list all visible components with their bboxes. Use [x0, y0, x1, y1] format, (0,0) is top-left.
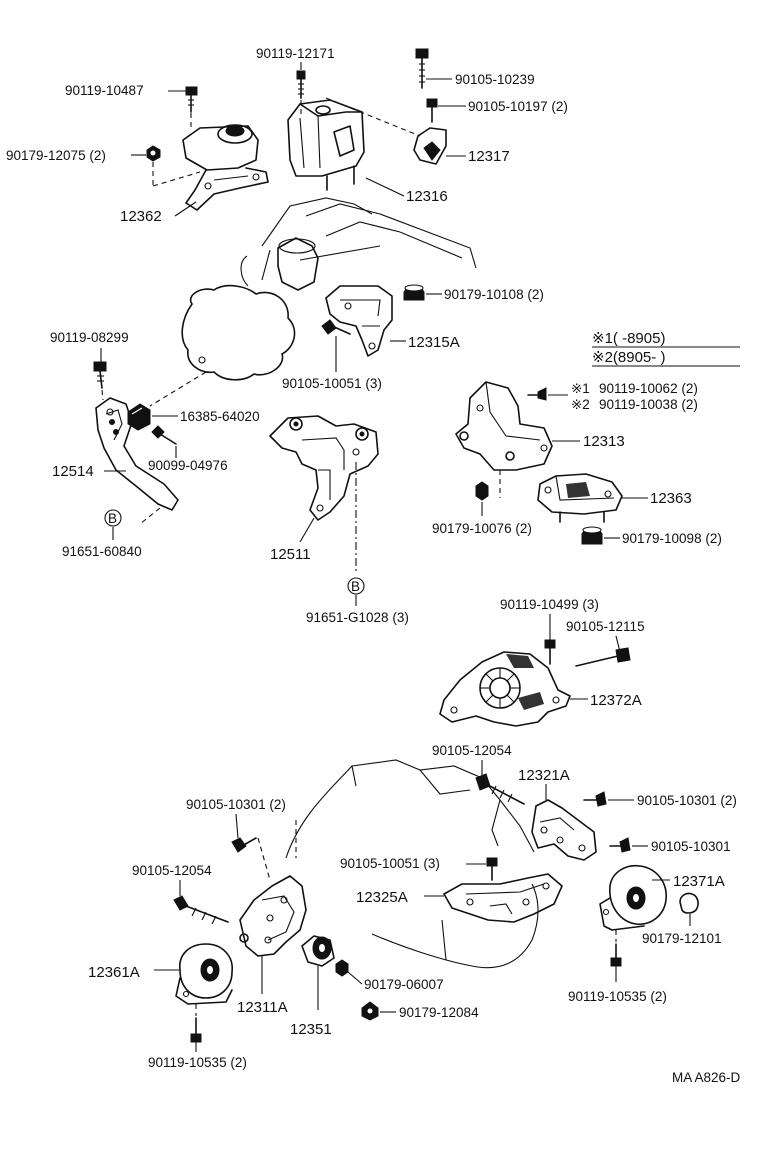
bolt-90119-10535-right: [610, 930, 622, 967]
label-90179-12101: 90179-12101: [642, 931, 722, 946]
bracket-12325A: [443, 873, 563, 923]
bolt-90105-12054-left: [173, 895, 229, 925]
bolt-90119-10499: [544, 639, 556, 665]
diagram-code: MA A826-D: [672, 1070, 741, 1085]
label-90105-10051-mid: 90105-10051 (3): [340, 856, 440, 871]
label-90105-12054-left: 90105-12054: [132, 863, 212, 878]
label-90179-10076: 90179-10076 (2): [432, 521, 532, 536]
bolt-90105-10301-right: [609, 837, 631, 853]
label-12321A: 12321A: [518, 767, 570, 784]
label-12511: 12511: [270, 546, 311, 563]
bolt-90105-10239: [415, 48, 429, 89]
label-91651-G1028: 91651-G1028 (3): [306, 610, 409, 625]
label-16385-64020: 16385-64020: [180, 409, 260, 424]
nut-90179-10076: [475, 481, 489, 501]
callout-b-left-letter: B: [108, 511, 117, 526]
bolt-90105-10051-mid: [486, 857, 498, 881]
bolt-90105-12115: [575, 647, 631, 667]
label-12351: 12351: [290, 1021, 332, 1038]
legend: ※1( -8905) ※2(8905- ): [592, 330, 740, 367]
label-90179-10098: 90179-10098 (2): [622, 531, 722, 546]
legend-row-2: ※2(8905- ): [592, 349, 665, 366]
nut-90179-06007: [335, 959, 349, 977]
callout-b-center-letter: B: [351, 579, 360, 594]
label-90105-10301-right-2: 90105-10301 (2): [637, 793, 737, 808]
stopper-16385-64020: [127, 403, 151, 431]
mount-12372A: [439, 651, 571, 727]
transmission-outline: [285, 759, 539, 969]
label-12315A: 12315A: [408, 334, 460, 351]
bolt-90105-10197: [426, 98, 438, 123]
mount-12371A: [599, 864, 667, 931]
label-12361A: 12361A: [88, 964, 140, 981]
engine-outline: [149, 197, 477, 407]
label-90105-10197: 90105-10197 (2): [468, 99, 568, 114]
bolt-90105-12054-mid: [475, 773, 525, 805]
label-90119-10062: 90119-10062 (2): [599, 381, 698, 396]
label-12313: 12313: [583, 433, 625, 450]
label-12372A: 12372A: [590, 692, 642, 709]
label-90119-08299: 90119-08299: [50, 330, 129, 345]
label-90105-10239: 90105-10239: [455, 72, 535, 87]
label-90119-10535-right: 90119-10535 (2): [568, 989, 667, 1004]
bracket-12313: [455, 381, 553, 471]
bolt-90119-10487: [185, 86, 198, 128]
nut-90179-10108: [403, 284, 425, 301]
label-90105-10051-top: 90105-10051 (3): [282, 376, 382, 391]
label-90119-10038: 90119-10038 (2): [599, 397, 698, 412]
bracket-12315A: [325, 285, 393, 357]
label-90105-10301-right: 90105-10301: [651, 839, 731, 854]
callout-b-center: B: [347, 577, 365, 595]
bracket-12316: [287, 99, 365, 191]
bracket-12511: [269, 415, 379, 521]
label-12317: 12317: [468, 148, 510, 165]
bolt-90105-10301-right-2: [583, 791, 607, 807]
bracket-12321A: [531, 799, 597, 861]
bracket-bar-12514: [95, 397, 179, 511]
label-90179-10108: 90179-10108 (2): [444, 287, 544, 302]
nut-90179-10098: [581, 526, 603, 545]
label-12311A: 12311A: [237, 999, 288, 1016]
label-91651-60840: 91651-60840: [62, 544, 142, 559]
label-12316: 12316: [406, 188, 448, 205]
label-90105-12115: 90105-12115: [566, 619, 645, 634]
label-12363: 12363: [650, 490, 692, 507]
bushing-12351: [301, 935, 335, 967]
label-90119-10499: 90119-10499 (3): [500, 597, 599, 612]
engine-mount-12362: [182, 124, 269, 211]
label-90179-06007: 90179-06007: [364, 977, 444, 992]
nut-90179-12075: [146, 145, 161, 162]
legend-mark-1: ※1: [571, 381, 590, 396]
stopper-12317: [413, 127, 447, 165]
label-12514: 12514: [52, 463, 94, 480]
nut-90179-12084: [361, 1001, 379, 1021]
bolt-90105-10051-top: [321, 319, 351, 335]
label-90119-10535-left: 90119-10535 (2): [148, 1055, 247, 1070]
bolt-90099-04976: [151, 425, 177, 445]
label-90105-10301-left: 90105-10301 (2): [186, 797, 286, 812]
bolt-90119-10062: [527, 387, 547, 401]
label-12371A: 12371A: [673, 873, 725, 890]
label-90179-12084: 90179-12084: [399, 1005, 479, 1020]
label-90119-12171: 90119-12171: [256, 46, 335, 61]
nut-90179-12101: [679, 892, 699, 914]
mount-12361A: [175, 943, 233, 1005]
label-12362: 12362: [120, 208, 162, 225]
bolt-90119-12171: [296, 70, 306, 118]
legend-row-1: ※1( -8905): [592, 330, 665, 347]
legend-mark-2: ※2: [571, 397, 590, 412]
bolt-90119-10535-left: [190, 1004, 202, 1043]
label-90179-12075: 90179-12075 (2): [6, 148, 106, 163]
bolt-90105-10301-left: [231, 837, 271, 881]
label-90105-12054-mid: 90105-12054: [432, 743, 512, 758]
label-90099-04976: 90099-04976: [148, 458, 228, 473]
callout-b-left: B: [104, 509, 122, 527]
label-90119-10487: 90119-10487: [65, 83, 144, 98]
mount-12363: [537, 473, 623, 523]
bracket-12311A: [239, 875, 307, 957]
label-12325A: 12325A: [356, 889, 408, 906]
bolt-90119-08299: [93, 361, 107, 401]
